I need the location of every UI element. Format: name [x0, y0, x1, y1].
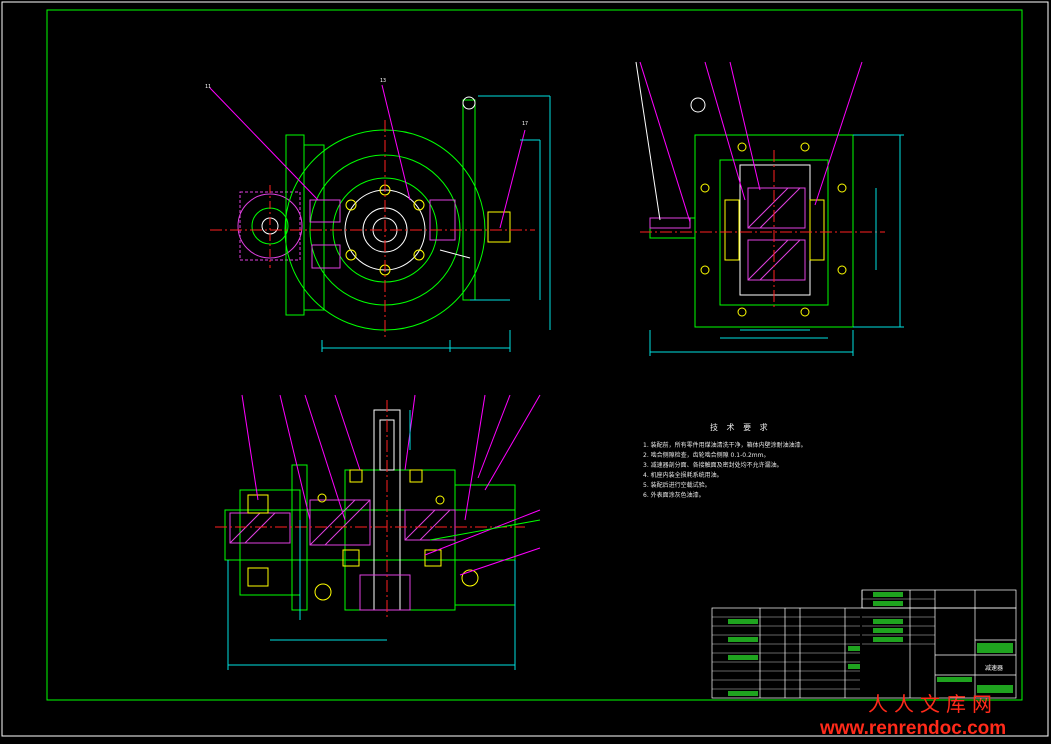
tech-note-4: 4. 机座内装全损耗系统用油。 [643, 472, 723, 479]
section-view [215, 394, 541, 670]
tech-note-2: 2. 啮合侧隙检查，齿轮啮合侧隙 0.1-0.2mm。 [643, 452, 770, 459]
inner-frame [46, 9, 1023, 701]
watermark-url[interactable]: www.renrendoc.com [820, 718, 1007, 739]
svg-text:17: 17 [522, 121, 528, 127]
parts-list-rows [712, 598, 935, 690]
parts-list-fills [728, 592, 1013, 696]
tech-note-5: 5. 装配后进行空载试验。 [643, 482, 711, 489]
svg-text:11: 11 [205, 84, 211, 90]
tech-note-3: 3. 减速器剖分面、各接触面及密封处均不允许漏油。 [643, 462, 783, 469]
tech-requirements-title: 技 术 要 求 [710, 423, 771, 432]
watermark-brand: 人人文库网 [868, 692, 998, 716]
tech-note-6: 6. 外表面涂灰色油漆。 [643, 492, 705, 499]
side-view [635, 61, 904, 356]
svg-text:13: 13 [380, 78, 386, 84]
tech-note-1: 1. 装配前，所有零件用煤油清洗干净，箱体内壁涂耐油油漆。 [643, 442, 807, 449]
front-view: 11 13 17 [205, 78, 551, 352]
drawing-name: 减速器 [985, 664, 1003, 672]
